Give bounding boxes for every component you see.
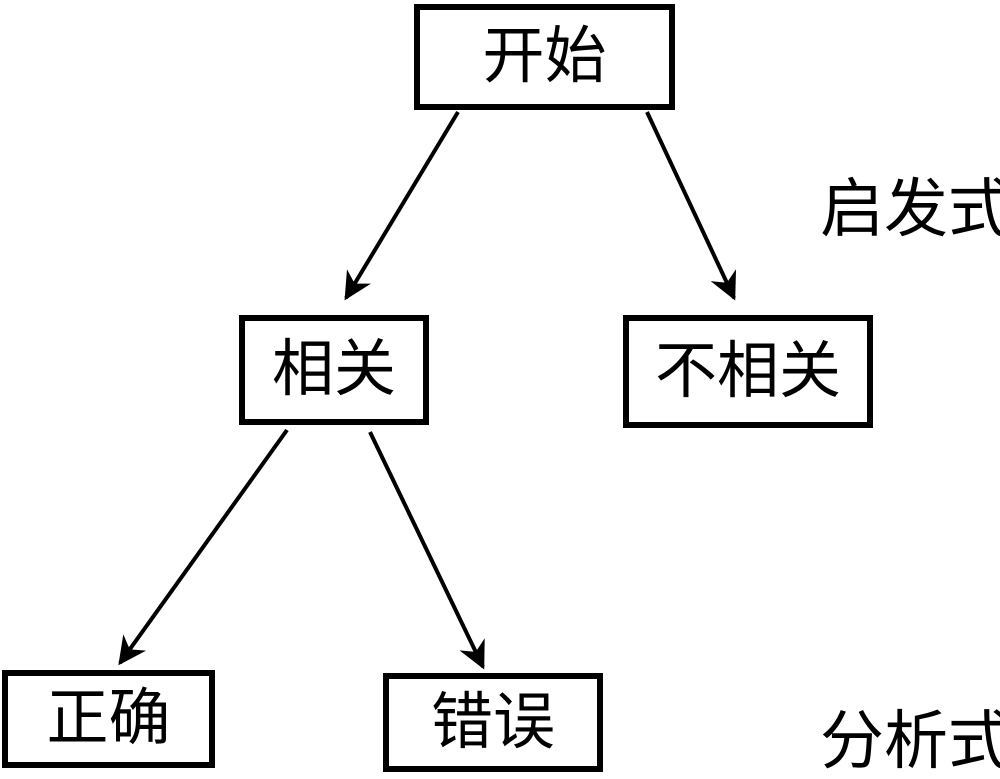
node-unrelated: 不相关: [623, 315, 873, 428]
node-wrong-label: 错误: [430, 688, 555, 757]
node-correct-label: 正确: [46, 685, 171, 753]
annotation-heuristic: 启发式: [820, 174, 1000, 245]
edge-start-to-related: [344, 110, 460, 301]
node-related: 相关: [239, 315, 429, 425]
node-start: 开始: [414, 4, 675, 110]
node-correct: 正确: [2, 670, 215, 768]
edge-related-to-wrong: [368, 431, 485, 670]
node-unrelated-label: 不相关: [654, 337, 841, 406]
node-start-label: 开始: [482, 23, 607, 91]
edge-related-to-correct: [118, 428, 289, 666]
annotation-analytic: 分析式: [820, 706, 1000, 777]
node-related-label: 相关: [271, 336, 396, 404]
edge-start-to-unrelated: [645, 111, 737, 301]
node-wrong: 错误: [383, 673, 603, 772]
